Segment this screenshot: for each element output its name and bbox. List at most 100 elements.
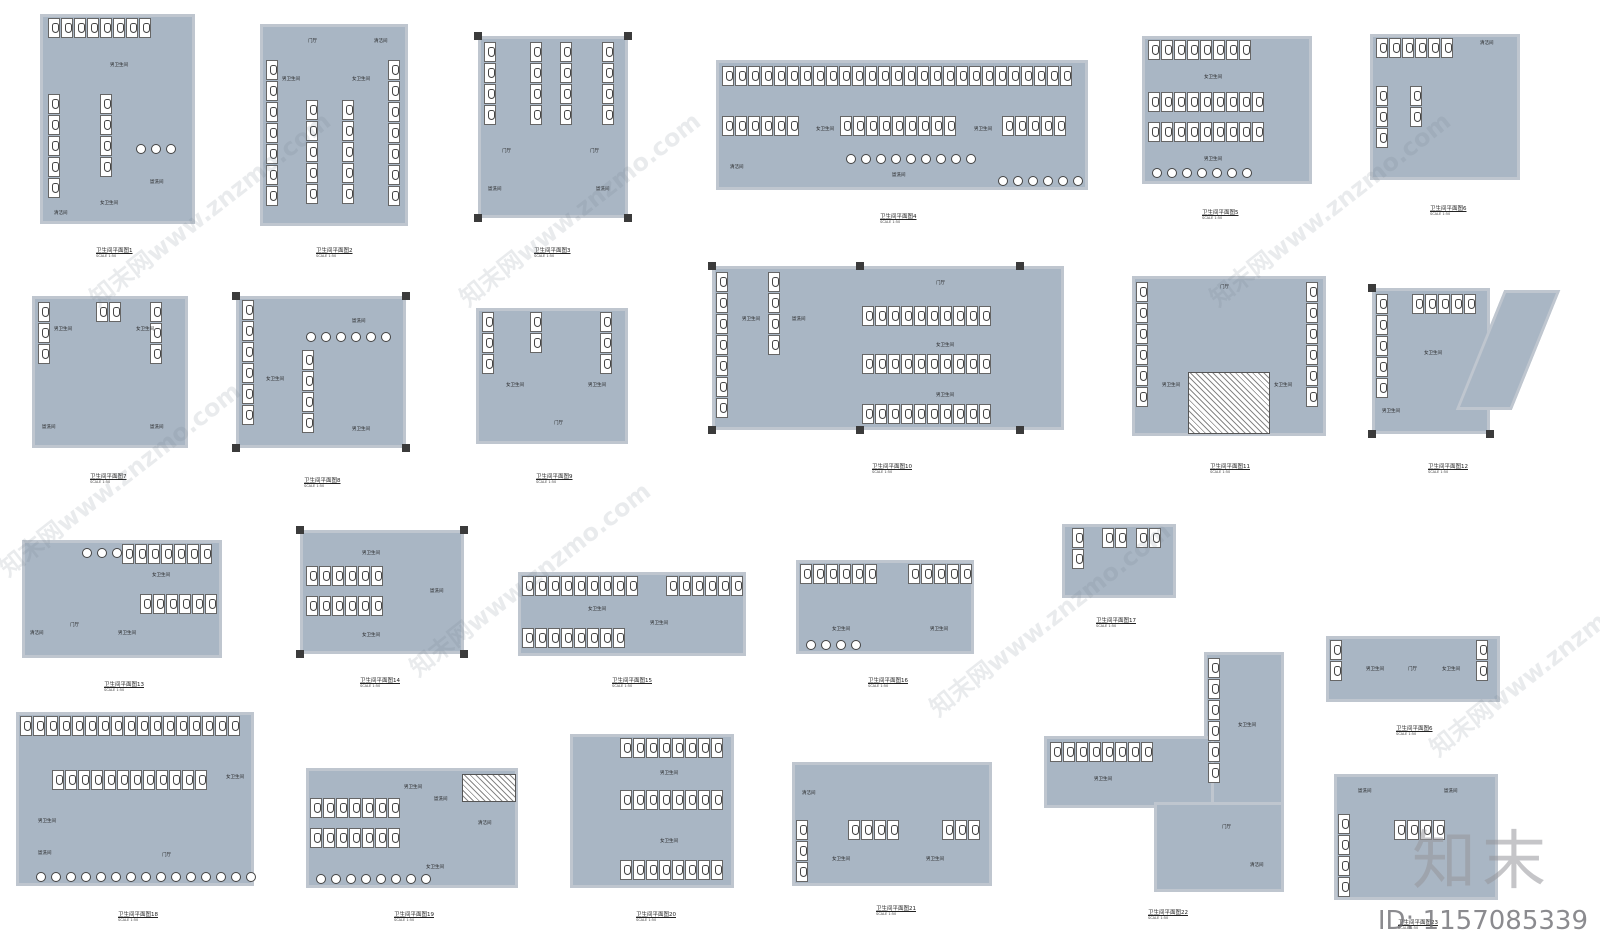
toilet-stall-icon — [1136, 303, 1148, 323]
plan-scale: SCALE 1:50 — [868, 684, 889, 688]
plan-floor — [32, 296, 188, 448]
plan-18: 男卫生间 女卫生间 盥洗间 门厅 — [16, 712, 256, 886]
stall-row — [1148, 122, 1264, 142]
toilet-stall-icon — [1128, 742, 1140, 762]
room-label: 男卫生间 — [110, 63, 128, 68]
sink-icon — [346, 874, 356, 884]
toilet-stall-icon — [61, 18, 73, 38]
stall-row — [310, 828, 400, 848]
toilet-stall-icon — [266, 186, 278, 206]
plan-caption: 卫生间平面图20 — [636, 912, 676, 918]
sink-icon — [231, 872, 241, 882]
toilet-stall-icon — [1226, 40, 1238, 60]
toilet-stall-icon — [1115, 742, 1127, 762]
toilet-stall-icon — [1148, 40, 1160, 60]
room-label: 男卫生间 — [742, 317, 760, 322]
toilet-stall-icon — [242, 300, 254, 320]
room-label: 男卫生间 — [38, 819, 56, 824]
toilet-stall-icon — [336, 798, 348, 818]
toilet-stall-icon — [620, 860, 632, 880]
stall-row — [1376, 86, 1388, 148]
toilet-stall-icon — [735, 116, 747, 136]
stall-row — [1476, 640, 1488, 681]
toilet-stall-icon — [91, 770, 103, 790]
toilet-stall-icon — [266, 81, 278, 101]
plan-8: 盥洗间 女卫生间 男卫生间 — [232, 292, 410, 452]
toilet-stall-icon — [679, 576, 691, 596]
toilet-stall-icon — [548, 628, 560, 648]
toilet-stall-icon — [613, 628, 625, 648]
column — [708, 426, 716, 434]
room-label: 男卫生间 — [588, 383, 606, 388]
toilet-stall-icon — [38, 344, 50, 364]
room-label: 盥洗间 — [1444, 789, 1458, 794]
stall-row — [1306, 282, 1318, 407]
toilet-stall-icon — [1330, 661, 1342, 681]
sink-icon — [1013, 176, 1023, 186]
stall-row — [800, 564, 877, 584]
sink-icon — [82, 548, 92, 558]
toilet-stall-icon — [908, 564, 920, 584]
sink-icon — [846, 154, 856, 164]
sink-icon — [1227, 168, 1237, 178]
toilet-stall-icon — [711, 860, 723, 880]
toilet-stall-icon — [839, 564, 851, 584]
toilet-stall-icon — [865, 564, 877, 584]
room-label: 女卫生间 — [832, 627, 850, 632]
room-label: 清洁间 — [374, 39, 388, 44]
toilet-stall-icon — [242, 405, 254, 425]
column — [460, 526, 468, 534]
toilet-stall-icon — [1239, 122, 1251, 142]
toilet-stall-icon — [349, 798, 361, 818]
toilet-stall-icon — [33, 716, 45, 736]
toilet-stall-icon — [1060, 66, 1072, 86]
stall-row — [20, 716, 240, 736]
sink-icon — [331, 874, 341, 884]
plan-caption: 卫生间平面图2 — [316, 248, 353, 254]
plan-scale: SCALE 1:50 — [1398, 926, 1419, 930]
toilet-stall-icon — [716, 272, 728, 292]
stall-row — [530, 312, 542, 353]
toilet-stall-icon — [1102, 528, 1114, 548]
room-label: 女卫生间 — [816, 127, 834, 132]
toilet-stall-icon — [878, 66, 890, 86]
plan-caption: 卫生间平面图6 — [1430, 206, 1467, 212]
toilet-stall-icon — [1402, 38, 1414, 58]
toilet-stall-icon — [111, 716, 123, 736]
toilet-stall-icon — [718, 576, 730, 596]
toilet-stall-icon — [1136, 528, 1148, 548]
toilet-stall-icon — [130, 770, 142, 790]
toilet-stall-icon — [875, 354, 887, 374]
toilet-stall-icon — [560, 84, 572, 104]
toilet-stall-icon — [1407, 820, 1419, 840]
toilet-stall-icon — [722, 66, 734, 86]
toilet-stall-icon — [1002, 116, 1014, 136]
toilet-stall-icon — [600, 628, 612, 648]
toilet-stall-icon — [1072, 528, 1084, 548]
toilet-stall-icon — [659, 738, 671, 758]
plan-caption: 卫生间平面图17 — [1096, 618, 1136, 624]
toilet-stall-icon — [716, 377, 728, 397]
room-label: 男卫生间 — [352, 427, 370, 432]
plan-22: 男卫生间 女卫生间 门厅 清洁间 — [1044, 652, 1284, 892]
toilet-stall-icon — [1015, 116, 1027, 136]
plan-caption: 卫生间平面图23 — [1398, 920, 1438, 926]
toilet-stall-icon — [560, 63, 572, 83]
sink-row — [82, 548, 122, 558]
plan-scale: SCALE 1:50 — [1430, 212, 1451, 216]
plan-floor — [16, 712, 254, 886]
plan-scale: SCALE 1:50 — [316, 254, 337, 258]
toilet-stall-icon — [853, 116, 865, 136]
sink-row — [806, 640, 861, 650]
toilet-stall-icon — [87, 18, 99, 38]
toilet-stall-icon — [1338, 856, 1350, 876]
stall-row — [602, 42, 614, 125]
toilet-stall-icon — [1433, 820, 1445, 840]
sink-icon — [321, 332, 331, 342]
room-label: 门厅 — [70, 623, 79, 628]
toilet-stall-icon — [342, 184, 354, 204]
toilet-stall-icon — [931, 116, 943, 136]
room-label: 清洁间 — [802, 791, 816, 796]
stall-row — [1148, 92, 1264, 112]
toilet-stall-icon — [306, 566, 318, 586]
